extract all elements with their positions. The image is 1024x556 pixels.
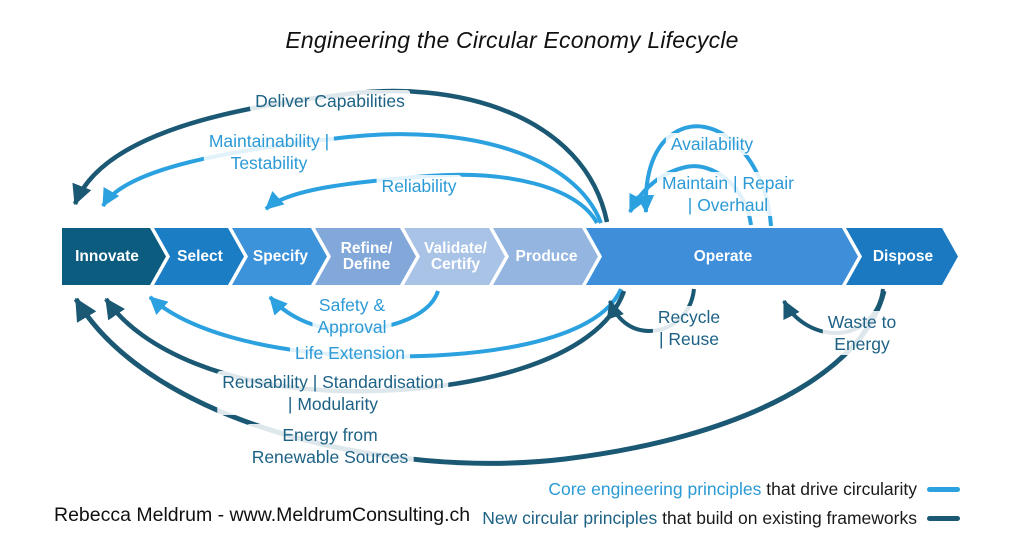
label-reliability: Reliability xyxy=(376,175,462,197)
stage-label: Produce xyxy=(515,247,578,265)
stage-select: Select xyxy=(154,228,244,285)
stage-operate: Operate xyxy=(586,228,858,285)
legend-new-swatch xyxy=(927,516,960,521)
stage-label: Refine/ xyxy=(340,239,393,257)
label-life-extension: Life Extension xyxy=(290,342,410,364)
stage-produce: Produce xyxy=(493,228,598,285)
stage-label: Select xyxy=(177,247,223,265)
stage-dispose: Dispose xyxy=(846,228,958,285)
label-safety-approval: Safety &Approval xyxy=(312,294,392,338)
legend-core-rest: that drive circularity xyxy=(761,479,917,499)
lifecycle-bar: Innovate Select Specify Refine/Define Va… xyxy=(0,228,1024,285)
stage-label: Specify xyxy=(252,247,309,265)
label-deliver-capabilities: Deliver Capabilities xyxy=(250,90,410,112)
stage-innovate: Innovate xyxy=(62,228,166,285)
stage-label-line2: Certify xyxy=(430,255,481,273)
stage-label: Dispose xyxy=(872,247,934,265)
stage-label: Innovate xyxy=(75,247,139,265)
label-reusability-standardisation-modularity: Reusability | Standardisation| Modularit… xyxy=(217,371,449,415)
stage-specify: Specify xyxy=(232,228,327,285)
arc-maintainability-testability xyxy=(101,132,603,224)
page-title: Engineering the Circular Economy Lifecyc… xyxy=(285,27,739,53)
stage-label: Validate/ xyxy=(424,239,487,257)
legend-core-row: Core engineering principles that drive c… xyxy=(548,479,960,500)
stage-validate-certify: Validate/Certify xyxy=(404,228,505,285)
arc-energy-from-renewable-sources xyxy=(73,290,887,466)
label-maintainability-testability: Maintainability |Testability xyxy=(203,130,335,174)
legend-core-highlight: Core engineering principles xyxy=(548,479,762,499)
stage-label: Operate xyxy=(693,247,753,265)
legend-core-swatch xyxy=(927,487,960,492)
stage-refine-define: Refine/Define xyxy=(315,228,416,285)
legend-new-rest: that build on existing frameworks xyxy=(657,508,917,528)
label-recycle-reuse: Recycle| Reuse xyxy=(652,306,726,350)
attribution: Rebecca Meldrum - www.MeldrumConsulting.… xyxy=(54,504,471,526)
label-availability: Availability xyxy=(665,133,759,155)
label-maintain-repair-overhaul: Maintain | Repair| Overhaul xyxy=(657,172,799,216)
stage-label-line2: Define xyxy=(342,255,391,273)
legend-new-row: New circular principles that build on ex… xyxy=(482,508,960,529)
legend-new-highlight: New circular principles xyxy=(482,508,658,528)
